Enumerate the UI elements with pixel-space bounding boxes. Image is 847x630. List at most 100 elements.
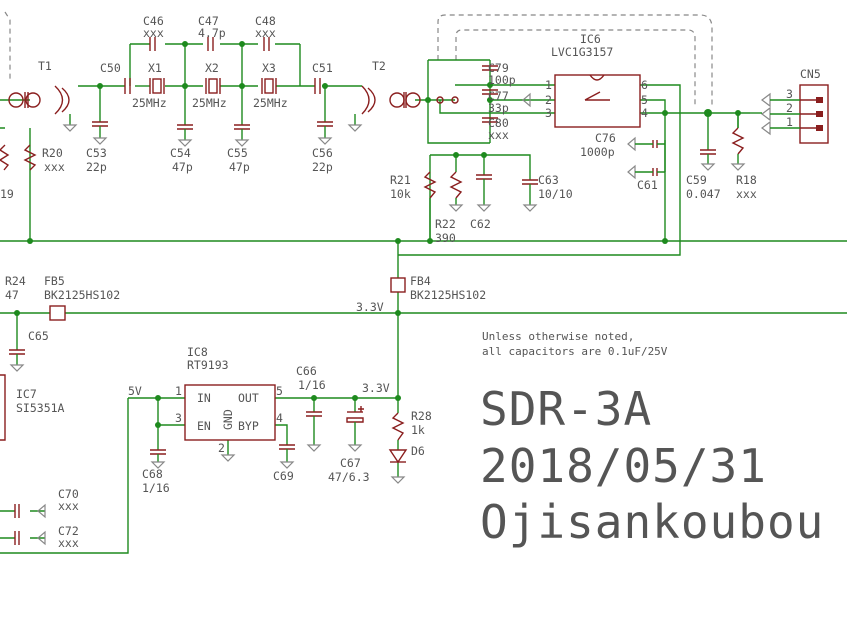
resistor-symbols (0, 127, 745, 441)
note-line-1: Unless otherwise noted, (482, 330, 634, 343)
label-fb4: FB4 (410, 274, 431, 288)
label-r19-value: 19 (0, 187, 14, 201)
ic8-pin-en: EN (197, 419, 211, 433)
label-c66-value: 1/16 (298, 378, 326, 392)
label-c56: C56 (312, 146, 333, 160)
label-c54: C54 (170, 146, 191, 160)
label-c59: C59 (686, 173, 707, 187)
cn5-pin2: 2 (786, 101, 793, 115)
title-name: SDR-3A (480, 382, 652, 436)
ic6-pin5: 5 (641, 93, 648, 107)
label-c53-value: 22p (86, 160, 107, 174)
label-fb5-value: BK2125HS102 (44, 288, 120, 302)
ic7-body (0, 374, 6, 441)
signal-wires (0, 43, 847, 554)
transformer-t1 (8, 85, 78, 132)
junction-dots (14, 41, 741, 428)
label-c68: C68 (142, 467, 163, 481)
cn5-pin1: 1 (786, 115, 793, 129)
label-c70-value: xxx (58, 499, 79, 513)
ic6-pin4: 4 (641, 106, 648, 120)
label-t1: T1 (38, 59, 52, 73)
label-c59-value: 0.047 (686, 187, 721, 201)
label-t2: T2 (372, 59, 386, 73)
ferrite-bead-fb5 (49, 305, 66, 321)
label-c79-value: 100p (488, 73, 516, 87)
label-r18-value: xxx (736, 187, 757, 201)
transformer-t2 (347, 85, 459, 132)
ground-symbols (9, 92, 746, 546)
label-r28-value: 1k (411, 423, 425, 437)
label-r21-value: 10k (390, 187, 411, 201)
label-ic8: IC8 (187, 345, 208, 359)
led-d6 (388, 449, 408, 464)
label-r20: R20 (42, 146, 63, 160)
label-r24: R24 (5, 274, 26, 288)
label-c47-value: 4.7p (198, 26, 226, 40)
label-c46-value: xxx (143, 26, 164, 40)
label-ic7-value: SI5351A (16, 401, 65, 415)
label-c63: C63 (538, 173, 559, 187)
label-x3-value: 25MHz (253, 96, 288, 110)
label-c76: C76 (595, 131, 616, 145)
label-c55-value: 47p (229, 160, 250, 174)
label-c79: C79 (488, 61, 509, 75)
label-c46: C46 (143, 14, 164, 28)
ic6-body (554, 74, 641, 128)
label-c77: C77 (488, 89, 509, 103)
label-c54-value: 47p (172, 160, 193, 174)
label-r20-value: xxx (44, 160, 65, 174)
label-r21: R21 (390, 173, 411, 187)
label-c61: C61 (637, 178, 658, 192)
label-c80-value: xxx (488, 128, 509, 142)
ic6-pin1: 1 (545, 78, 552, 92)
note-line-2: all capacitors are 0.1uF/25V (482, 345, 668, 358)
label-c50: C50 (100, 61, 121, 75)
connector-cn5 (750, 84, 829, 144)
label-c67: C67 (340, 456, 361, 470)
dashed-shield-inner (455, 29, 696, 105)
label-net-3v3-bottom: 3.3V (362, 381, 390, 395)
label-net-3v3-top: 3.3V (356, 300, 384, 314)
ic6-pin6: 6 (641, 78, 648, 92)
cn5-pin3: 3 (786, 87, 793, 101)
label-c53: C53 (86, 146, 107, 160)
label-c70: C70 (58, 487, 79, 501)
electrolytic-c67 (346, 406, 364, 423)
label-x3: X3 (262, 61, 276, 75)
label-cn5: CN5 (800, 67, 821, 81)
label-x1: X1 (148, 61, 162, 75)
label-c76-value: 1000p (580, 145, 615, 159)
label-x2: X2 (205, 61, 219, 75)
ic8-pin-in: IN (197, 391, 211, 405)
dashed-left-edge (4, 11, 11, 80)
label-ic7: IC7 (16, 387, 37, 401)
ic6-pin3: 3 (545, 106, 552, 120)
ic8-pin-out: OUT (238, 391, 259, 405)
label-c67-value: 47/6.3 (328, 470, 370, 484)
ic8-pin3: 3 (175, 411, 182, 425)
label-ic6-value: LVC1G3157 (551, 45, 613, 59)
label-c62: C62 (470, 217, 491, 231)
ic8-pin5: 5 (276, 384, 283, 398)
ic8-pin-gnd: GND (221, 409, 235, 430)
label-d6: D6 (411, 444, 425, 458)
label-r28: R28 (411, 409, 432, 423)
label-net-5v: 5V (128, 384, 142, 398)
label-x1-value: 25MHz (132, 96, 167, 110)
label-c48-value: xxx (255, 26, 276, 40)
ic8-pin2: 2 (218, 441, 225, 455)
label-ic8-value: RT9193 (187, 358, 229, 372)
title-date: 2018/05/31 (480, 439, 767, 493)
label-c55: C55 (227, 146, 248, 160)
ic8-pin4: 4 (276, 411, 283, 425)
ic6-notch (589, 74, 605, 81)
label-fb4-value: BK2125HS102 (410, 288, 486, 302)
ic8-pin1: 1 (175, 384, 182, 398)
label-c47: C47 (198, 14, 219, 28)
title-author: Ojisankoubou (480, 495, 824, 549)
label-c72: C72 (58, 524, 79, 538)
label-c66: C66 (296, 364, 317, 378)
